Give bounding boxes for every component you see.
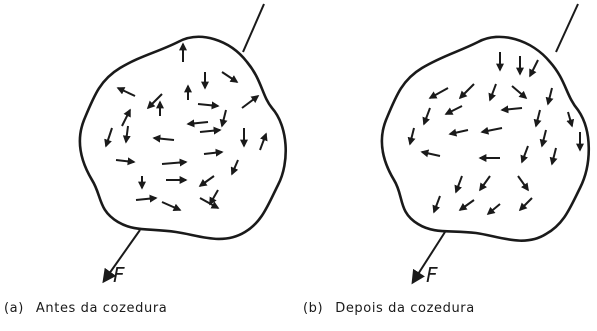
- domain-arrow: [204, 152, 222, 154]
- ferromagnetic-body-outline-a: [80, 37, 286, 239]
- domain-arrow: [548, 88, 552, 104]
- domain-arrow: [232, 160, 238, 174]
- caption-text-a: Antes da cozedura: [36, 301, 167, 316]
- domain-arrow: [530, 60, 538, 76]
- domain-arrow: [552, 148, 556, 164]
- domain-arrow: [450, 130, 468, 134]
- domain-arrow: [118, 88, 135, 96]
- domain-arrow: [260, 134, 266, 150]
- force-label-b: F: [426, 263, 438, 287]
- domain-arrow: [200, 176, 214, 186]
- caption-text-b: Depois da cozedura: [335, 301, 475, 316]
- domain-arrow: [434, 196, 440, 212]
- domain-arrow: [488, 204, 500, 214]
- domain-arrows-a: [106, 44, 266, 210]
- domain-arrow: [106, 128, 112, 146]
- caption-panel-a: (a) Antes da cozedura: [4, 301, 167, 316]
- caption-panel-b: (b) Depois da cozedura: [303, 301, 475, 316]
- domain-arrow: [568, 112, 572, 126]
- caption-letter-b: (b): [303, 301, 323, 316]
- panel-a: F: [80, 4, 286, 287]
- caption-letter-a: (a): [4, 301, 24, 316]
- domain-arrow: [518, 176, 528, 190]
- domain-arrow: [502, 108, 522, 110]
- domain-arrow: [200, 130, 220, 132]
- domain-arrow: [520, 198, 532, 210]
- domain-arrow: [456, 176, 462, 192]
- domain-arrow: [542, 130, 546, 146]
- domain-arrow: [242, 96, 258, 108]
- domain-arrow: [154, 138, 174, 140]
- panel-b: F: [382, 4, 589, 287]
- domain-arrow: [162, 162, 186, 164]
- force-line-upper-a: [243, 4, 264, 52]
- domain-arrow: [198, 104, 218, 106]
- force-label-a: F: [113, 263, 125, 287]
- domain-arrow: [460, 84, 474, 98]
- domain-arrow: [490, 84, 496, 100]
- domain-arrow: [430, 88, 448, 98]
- domain-arrow: [126, 126, 128, 142]
- domain-arrow: [136, 198, 156, 200]
- domain-arrow: [222, 110, 226, 126]
- domain-arrow: [222, 72, 237, 82]
- domain-arrow: [480, 176, 490, 190]
- domain-arrow: [446, 106, 462, 114]
- domain-arrow: [188, 122, 208, 124]
- ferromagnetic-body-outline-b: [382, 37, 589, 241]
- domain-arrow: [410, 128, 414, 144]
- domain-arrow: [210, 190, 218, 204]
- domain-arrow: [422, 152, 440, 156]
- domain-arrow: [122, 110, 130, 126]
- domain-arrows-b: [410, 52, 580, 214]
- domain-arrow: [522, 146, 528, 162]
- domain-arrow: [460, 200, 474, 210]
- domain-arrow: [424, 108, 430, 124]
- force-line-upper-b: [556, 4, 578, 52]
- domain-arrow: [512, 86, 526, 98]
- domain-arrow: [536, 110, 540, 126]
- domain-arrow: [162, 202, 180, 210]
- domain-arrow: [482, 128, 502, 132]
- domain-arrow: [116, 160, 134, 162]
- domain-arrow: [200, 198, 218, 208]
